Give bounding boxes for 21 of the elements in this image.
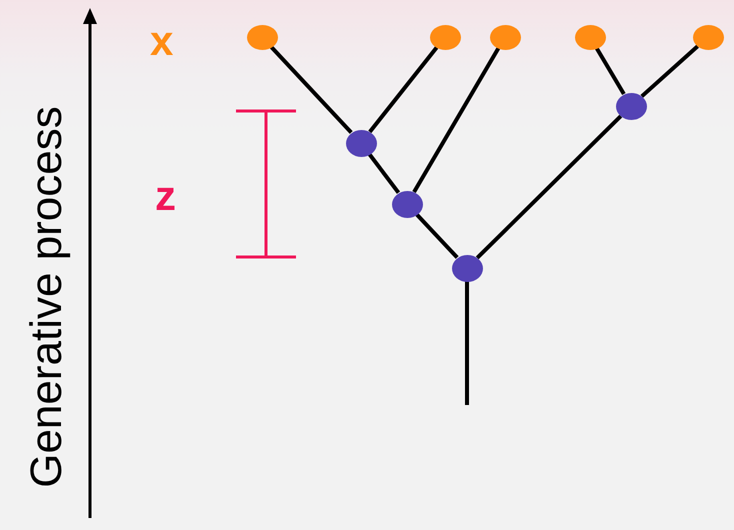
tree-branch bbox=[412, 47, 500, 193]
tree-branch bbox=[465, 282, 469, 405]
observed-node bbox=[246, 24, 278, 50]
tree-branch bbox=[368, 46, 438, 134]
variable-label: z bbox=[155, 175, 176, 217]
observed-node bbox=[430, 24, 460, 50]
tree-branch bbox=[368, 153, 400, 194]
tree-branch bbox=[270, 46, 353, 134]
latent-node bbox=[346, 130, 376, 156]
observed-node bbox=[692, 24, 724, 50]
latent-node bbox=[616, 92, 646, 120]
latent-node bbox=[392, 190, 422, 218]
tree-branch bbox=[415, 213, 459, 259]
latent-node bbox=[452, 254, 482, 282]
tree-branch bbox=[476, 114, 622, 260]
tree-branch bbox=[640, 44, 699, 98]
variable-label: x bbox=[150, 20, 174, 62]
tree-branch bbox=[594, 47, 626, 96]
axis-label: Generative process bbox=[24, 106, 69, 488]
observed-node bbox=[490, 24, 520, 50]
observed-node bbox=[574, 24, 606, 50]
